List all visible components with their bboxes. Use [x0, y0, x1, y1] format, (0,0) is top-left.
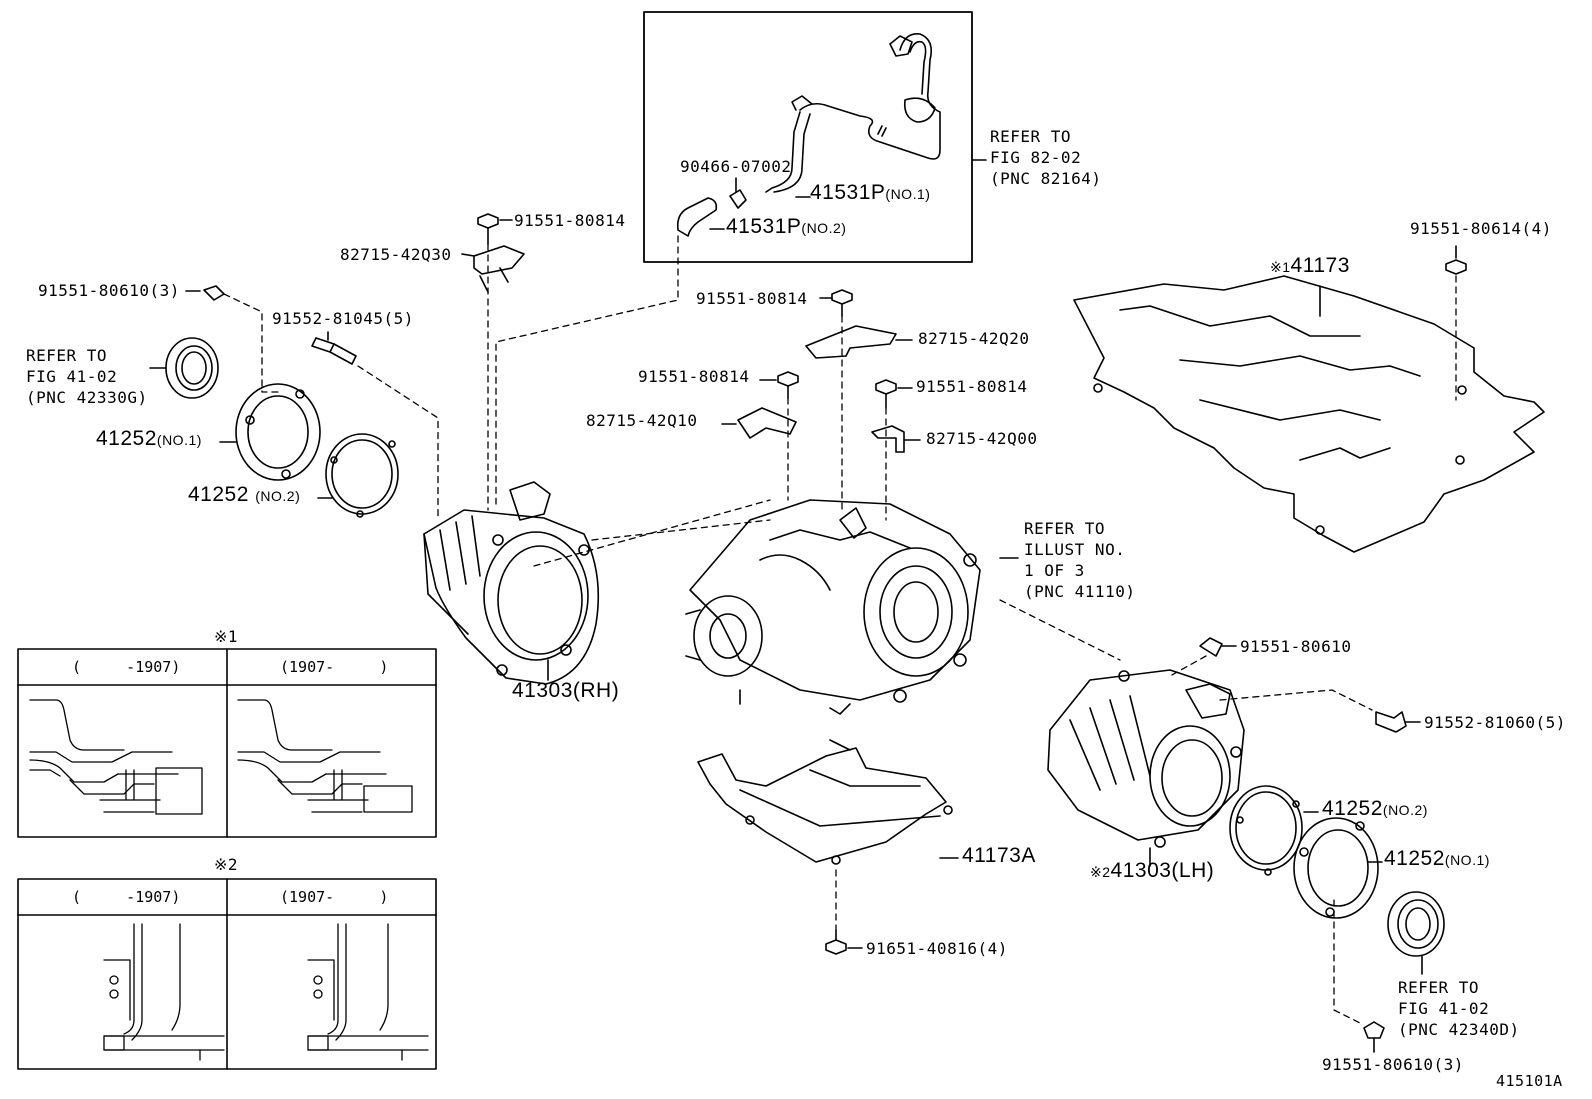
label-41252-no2-right-sub: (NO.2) [1382, 802, 1428, 818]
gasket-41252-no1-right [1293, 817, 1379, 919]
bolt-91552-81060 [1375, 711, 1421, 733]
label-41303-lh-mark: ※2 [1090, 864, 1111, 880]
bolt-91551-80614 [1445, 245, 1467, 275]
under-cover-41173 [1073, 275, 1545, 553]
bolt-91551-80610-3-right [1363, 1021, 1385, 1053]
label-91551-80814-center-top[interactable]: 91551-80814 [696, 289, 808, 308]
inset1-left-drawing [29, 699, 203, 815]
oil-seal-left [165, 337, 219, 399]
ref-illust-1-of-3[interactable]: REFER TO ILLUST NO. 1 OF 3 (PNC 41110) [1024, 519, 1136, 601]
bolt-91551-80814-center-right [875, 379, 913, 409]
inset2-mark: ※2 [214, 855, 239, 874]
label-41252-no1-right[interactable]: 41252(NO.1) [1384, 847, 1490, 870]
label-41531p-no1-sub: (NO.1) [885, 186, 931, 202]
inset1-mark: ※1 [214, 627, 239, 646]
label-41303-lh-num: 41303(LH) [1110, 859, 1215, 882]
breather-hose-no1 [765, 33, 941, 193]
label-41531p-no1-num: 41531P [810, 181, 886, 204]
figure-code: 415101A [1496, 1072, 1563, 1090]
inset1-col-after: (1907- ) [280, 658, 389, 676]
label-41252-no2-left-sub: (NO.2) [255, 488, 301, 504]
bolt-91551-80610-right [1199, 637, 1237, 657]
label-91551-80814-center-left[interactable]: 91551-80814 [638, 367, 750, 386]
label-91551-80814-center-right[interactable]: 91551-80814 [916, 377, 1028, 396]
label-41303-lh[interactable]: ※241303(LH) [1090, 859, 1215, 882]
label-91552-81060[interactable]: 91552-81060(5) [1424, 713, 1566, 732]
bolt-91552-81045 [311, 337, 357, 365]
bolt-91551-80814-center-left [759, 371, 799, 399]
label-82715-42Q20[interactable]: 82715-42Q20 [918, 329, 1030, 348]
label-91552-81045[interactable]: 91552-81045(5) [272, 309, 414, 328]
label-82715-42Q00[interactable]: 82715-42Q00 [926, 429, 1038, 448]
inset2-col-before: ( -1907) [72, 888, 181, 906]
inset2-right-drawing [307, 923, 429, 1061]
bracket-82715-42Q00 [871, 425, 921, 453]
label-41531p-no2[interactable]: 41531P(NO.2) [726, 215, 847, 238]
label-41252-no2-right-num: 41252 [1322, 797, 1383, 820]
inset-panel-1 [17, 648, 437, 838]
motor-housing-41303-lh [1047, 669, 1245, 848]
label-41252-no1-left-sub: (NO.1) [156, 432, 202, 448]
gasket-41252-no1-left [235, 383, 321, 481]
bracket-82715-42Q30 [461, 245, 525, 293]
label-91651-40816[interactable]: 91651-40816(4) [866, 939, 1008, 958]
inset2-left-drawing [103, 923, 225, 1061]
inset-panel-2 [17, 878, 437, 1070]
label-41303-rh[interactable]: 41303(RH) [512, 679, 620, 702]
bracket-82715-42Q10 [721, 407, 797, 439]
label-82715-42Q10[interactable]: 82715-42Q10 [586, 411, 698, 430]
inset1-right-drawing [237, 699, 413, 813]
label-91551-80614[interactable]: 91551-80614(4) [1410, 219, 1552, 238]
label-91551-80610-3-left[interactable]: 91551-80610(3) [38, 281, 180, 300]
label-91551-80610-3-right[interactable]: 91551-80610(3) [1322, 1055, 1464, 1074]
label-41252-no1-right-sub: (NO.1) [1444, 852, 1490, 868]
clip-90466 [729, 189, 747, 209]
label-41252-no1-right-num: 41252 [1384, 847, 1445, 870]
label-91551-80814-top[interactable]: 91551-80814 [514, 211, 626, 230]
inset2-col-after: (1907- ) [280, 888, 389, 906]
label-41173A[interactable]: 41173A [962, 844, 1036, 867]
label-41252-no2-left[interactable]: 41252 (NO.2) [188, 483, 301, 506]
bracket-82715-42Q20 [805, 325, 913, 359]
label-41531p-no2-sub: (NO.2) [801, 220, 847, 236]
gasket-41252-no2-right [1229, 785, 1303, 876]
transaxle-assembly [685, 499, 981, 715]
label-82715-42Q30[interactable]: 82715-42Q30 [340, 245, 452, 264]
hose-inset-box [643, 11, 973, 263]
motor-housing-41303-rh [423, 481, 600, 685]
bolt-91551-80814-top [477, 213, 513, 245]
label-91551-80610-right[interactable]: 91551-80610 [1240, 637, 1352, 656]
bolt-91551-80814-center-top [819, 289, 853, 317]
label-41173-num: 41173 [1290, 254, 1350, 277]
label-41252-no1-left-num: 41252 [96, 427, 157, 450]
label-41531p-no1[interactable]: 41531P(NO.1) [810, 181, 931, 204]
label-41252-no2-left-num: 41252 [188, 483, 249, 506]
bolt-91651-40816 [825, 929, 863, 955]
gasket-41252-no2-left [325, 433, 399, 518]
label-41252-no1-left[interactable]: 41252(NO.1) [96, 427, 202, 450]
oil-seal-right [1387, 891, 1445, 957]
ref-fig-41-02-left[interactable]: REFER TO FIG 41-02 (PNC 42330G) [26, 346, 148, 407]
label-41252-no2-right[interactable]: 41252(NO.2) [1322, 797, 1428, 820]
label-41173[interactable]: ※141173 [1270, 254, 1350, 277]
label-90466-07002[interactable]: 90466-07002 [680, 157, 792, 176]
label-41531p-no2-num: 41531P [726, 215, 802, 238]
label-41173-mark: ※1 [1270, 259, 1291, 275]
ref-fig-82-02[interactable]: REFER TO FIG 82-02 (PNC 82164) [990, 127, 1102, 188]
under-cover-41173A [697, 739, 953, 865]
bolt-91551-80610-left [185, 285, 225, 301]
breather-hose-no2 [676, 197, 718, 237]
ref-fig-41-02-right[interactable]: REFER TO FIG 41-02 (PNC 42340D) [1398, 978, 1520, 1039]
inset1-col-before: ( -1907) [72, 658, 181, 676]
